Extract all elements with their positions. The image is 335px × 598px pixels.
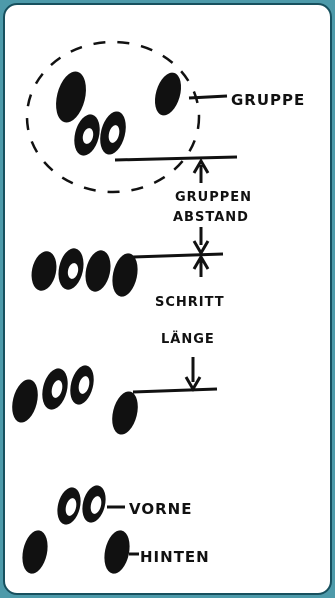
group-baseline <box>114 155 238 162</box>
arrow-up-head-icon <box>192 254 210 270</box>
footprint-diagram: GRUPPE GRUPPEN ABSTAND SCHRITT LÄNGE <box>12 40 305 574</box>
label-abstand: ABSTAND <box>173 210 249 225</box>
paw-right-front <box>154 72 182 116</box>
legend-front-back: VORNE HINTEN <box>22 485 210 574</box>
paw-inner <box>78 376 90 394</box>
label-gruppen: GRUPPEN <box>175 190 252 205</box>
label-hinten: HINTEN <box>140 548 210 566</box>
group-dashed-circle <box>25 40 201 194</box>
paw-hind-left-inner <box>82 128 94 144</box>
paw-front-inner <box>65 498 77 516</box>
diagram-card: GRUPPE GRUPPEN ABSTAND SCHRITT LÄNGE <box>3 3 332 595</box>
paw <box>12 379 38 423</box>
row-four-paws <box>31 248 224 297</box>
row-gait <box>12 365 218 435</box>
paw <box>112 253 138 297</box>
paw <box>85 250 111 292</box>
arrow-up-head-icon <box>192 158 210 174</box>
paw-hind-right-inner <box>108 125 120 143</box>
group-distance-marker: GRUPPEN ABSTAND <box>173 158 252 256</box>
group-section: GRUPPE <box>25 40 305 194</box>
paw-inner <box>51 380 63 398</box>
paw-front-inner <box>90 496 102 514</box>
label-gruppe: GRUPPE <box>231 91 305 109</box>
paw <box>31 251 57 291</box>
gruppe-pointer-line <box>188 94 228 100</box>
paw-back <box>22 530 48 574</box>
paw-left-front <box>56 71 86 123</box>
gait-baseline <box>132 387 218 394</box>
row-baseline <box>132 252 224 259</box>
step-length-marker: SCHRITT LÄNGE <box>155 254 225 392</box>
paw-inner <box>67 263 79 279</box>
label-vorne: VORNE <box>129 500 192 518</box>
arrow-down-head-icon <box>192 240 210 256</box>
paw-back <box>104 530 130 574</box>
label-schritt: SCHRITT <box>155 295 225 310</box>
paw <box>112 391 138 435</box>
label-laenge: LÄNGE <box>161 331 215 347</box>
